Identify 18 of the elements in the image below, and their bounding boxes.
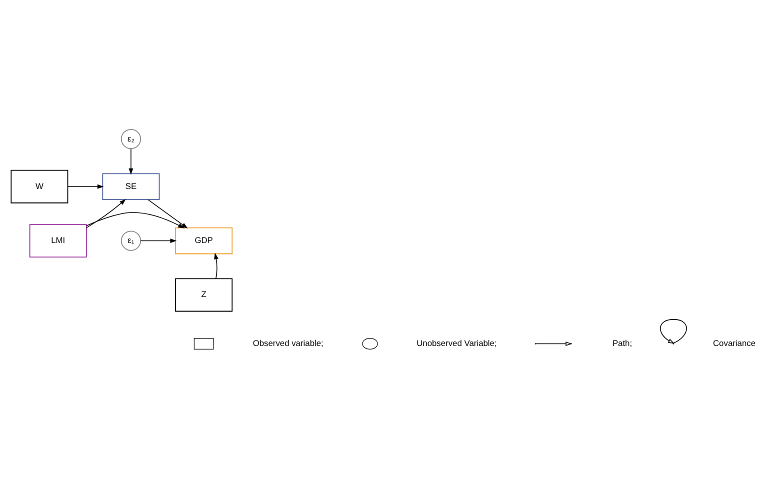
node-box: W — [10, 170, 68, 204]
arrow — [67, 184, 104, 189]
node-box: GDP — [175, 227, 233, 254]
node-circle: ε₁ — [120, 230, 142, 251]
arrow — [86, 198, 126, 228]
node-box: LMI — [29, 224, 87, 258]
arrow — [86, 212, 185, 228]
arrow — [214, 252, 218, 280]
node-circle: ε₂ — [120, 128, 142, 150]
node-box: Z — [175, 278, 233, 312]
legend-label: Observed variable; — [252, 338, 324, 348]
legend-label: Path; — [612, 338, 632, 348]
arrow — [140, 238, 177, 244]
arrow — [148, 199, 188, 229]
arrow — [128, 148, 134, 175]
node-box: SE — [102, 173, 160, 200]
legend-label: Unobserved Variable; — [416, 338, 497, 348]
legend-label: Covariance — [712, 338, 756, 348]
